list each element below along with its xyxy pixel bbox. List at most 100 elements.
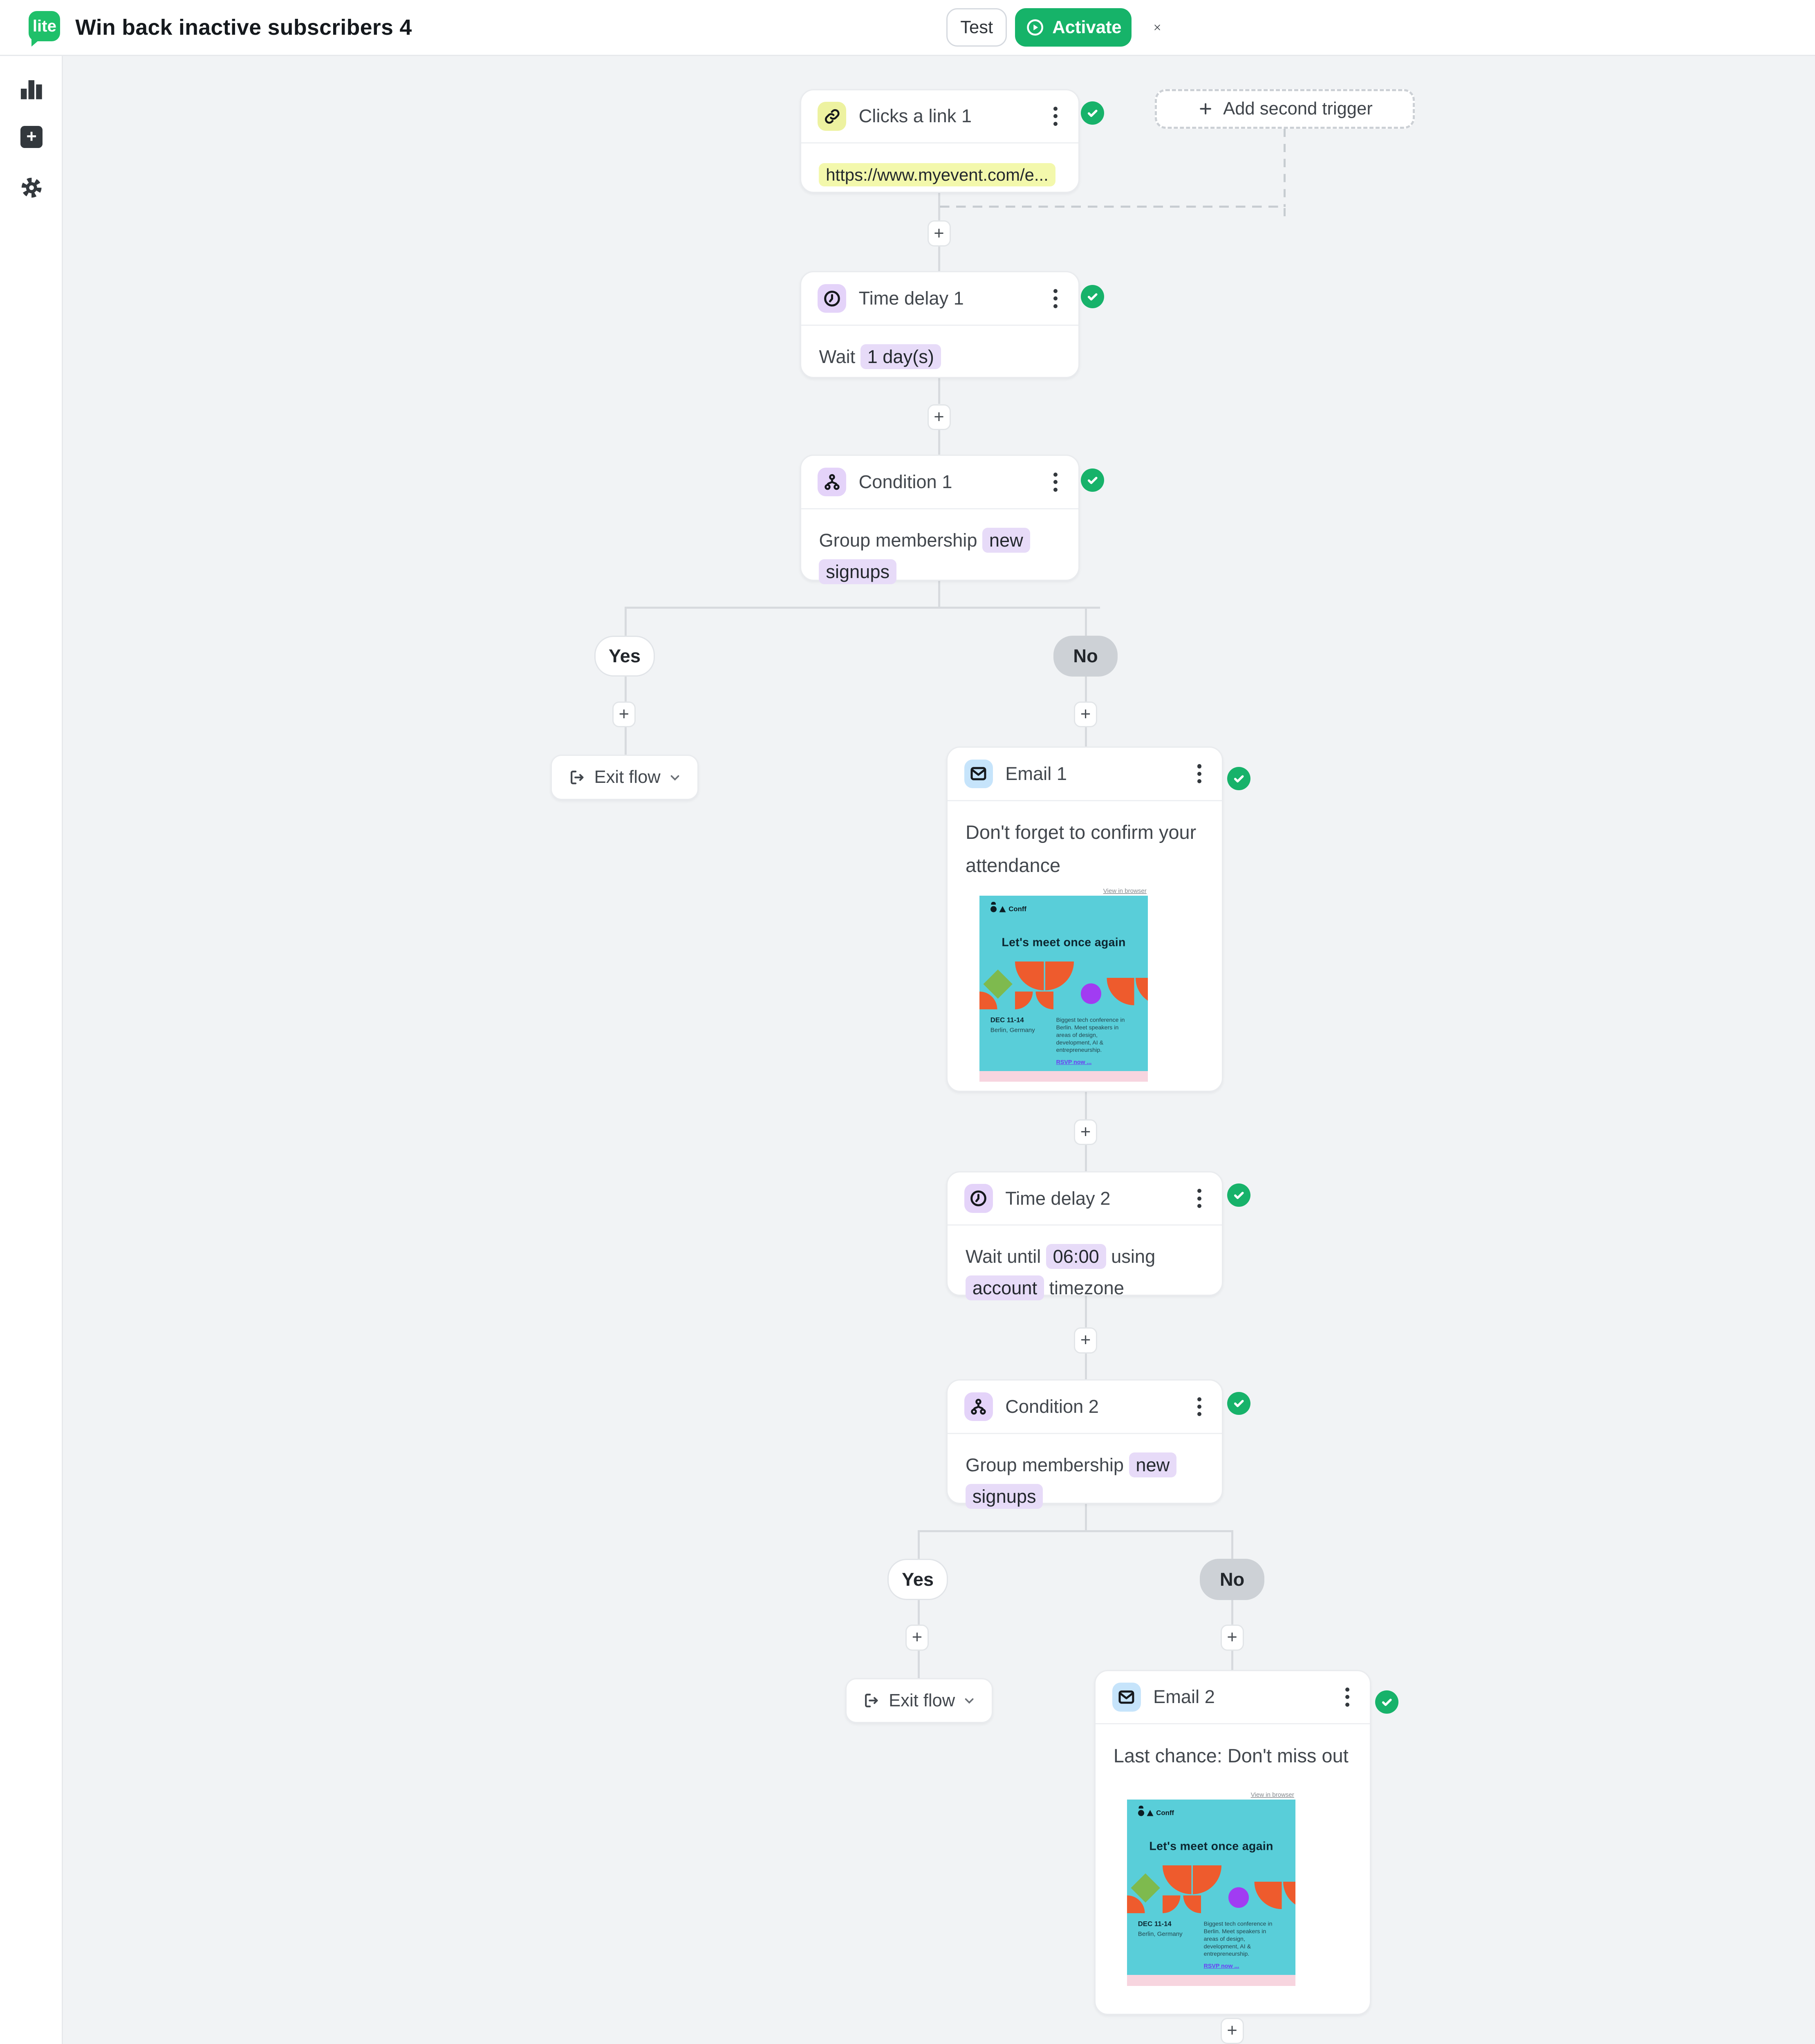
- connector: [1085, 1143, 1087, 1171]
- email-subject: Don't forget to confirm your attendance: [966, 822, 1197, 876]
- exit-icon: [571, 771, 584, 784]
- insert-step-button[interactable]: +: [1220, 2017, 1244, 2044]
- play-circle-icon: [1027, 19, 1044, 36]
- exit-flow-node[interactable]: Exit flow: [551, 755, 699, 800]
- connector: [1231, 1600, 1234, 1625]
- connector-dashed: [1283, 128, 1286, 207]
- node-title: Email 1: [1005, 763, 1067, 784]
- node-menu-kebab[interactable]: [1193, 760, 1206, 787]
- connector-dashed: [1283, 208, 1286, 221]
- delay-value: 1 day(s): [860, 344, 941, 369]
- close-icon[interactable]: [1145, 15, 1170, 40]
- node-title: Email 2: [1153, 1686, 1215, 1708]
- connector: [938, 193, 941, 221]
- conff-logo-icon: [1147, 1810, 1154, 1816]
- email-footer-strip: [979, 1071, 1148, 1082]
- email-thumbnail: View in browser Conff Let's meet once ag…: [979, 888, 1148, 1082]
- node-menu-kebab[interactable]: [1049, 285, 1062, 312]
- mailerlite-logo[interactable]: lite: [29, 11, 60, 47]
- branch-yes-label: Yes: [887, 1559, 948, 1600]
- connector: [918, 1649, 920, 1678]
- delay-text: Wait: [819, 346, 856, 367]
- connector: [918, 1530, 1233, 1532]
- event-description: Biggest tech conference in Berlin. Meet …: [1204, 1921, 1273, 1957]
- chevron-down-icon: [670, 775, 679, 780]
- clock-icon: [818, 284, 847, 313]
- exit-flow-label: Exit flow: [594, 767, 661, 787]
- condition-2-node[interactable]: Condition 2 Group membership new signups: [946, 1379, 1223, 1509]
- decorative-shapes: [1127, 1862, 1296, 1916]
- insert-step-button[interactable]: +: [905, 1625, 929, 1651]
- trigger-node-clicks-a-link[interactable]: Clicks a link 1 https://www.myevent.com/…: [800, 89, 1080, 193]
- node-menu-kebab[interactable]: [1341, 1683, 1353, 1711]
- conff-logo-icon: [1138, 1810, 1145, 1816]
- test-button[interactable]: Test: [946, 8, 1007, 47]
- settings-gear-icon[interactable]: [0, 175, 63, 200]
- node-menu-kebab[interactable]: [1049, 468, 1062, 496]
- top-bar: lite Win back inactive subscribers 4 Tes…: [0, 0, 1815, 56]
- event-date: DEC 11-14: [990, 1016, 1024, 1024]
- email-headline: Let's meet once again: [1149, 1840, 1274, 1853]
- decorative-shapes: [979, 959, 1148, 1012]
- connector-dashed: [939, 205, 1285, 208]
- connector: [1085, 1504, 1087, 1530]
- connector: [938, 247, 941, 271]
- rsvp-link: RSVP now ...: [1056, 1058, 1091, 1065]
- node-menu-kebab[interactable]: [1193, 1393, 1206, 1421]
- insert-step-button[interactable]: +: [1220, 1625, 1244, 1651]
- view-in-browser-link: View in browser: [1103, 887, 1147, 894]
- insert-step-button[interactable]: +: [1074, 1327, 1098, 1354]
- valid-check-badge: [1375, 1690, 1399, 1714]
- condition-1-node[interactable]: Condition 1 Group membership new signups: [800, 455, 1080, 584]
- link-icon: [818, 102, 847, 131]
- email-1-node[interactable]: Email 1 Don't forget to confirm your att…: [946, 746, 1223, 1092]
- insert-step-button[interactable]: +: [1074, 1119, 1098, 1145]
- insert-step-button[interactable]: +: [612, 701, 636, 728]
- connector: [1085, 607, 1087, 636]
- branch-no-label: No: [1053, 635, 1118, 677]
- conff-logo-icon: [990, 906, 997, 912]
- email-artwork: Conff Let's meet once again: [979, 895, 1148, 1071]
- insert-step-button[interactable]: +: [927, 220, 951, 247]
- node-menu-kebab[interactable]: [1049, 103, 1062, 130]
- flow-canvas[interactable]: + − + − + − + − Clicks a link 1 https:: [63, 55, 1815, 2044]
- delay-text: timezone: [1049, 1278, 1124, 1299]
- valid-check-badge: [1227, 1392, 1251, 1415]
- delay-timezone-value: account: [966, 1275, 1044, 1301]
- connector: [938, 378, 941, 404]
- activate-label: Activate: [1052, 17, 1122, 37]
- activate-button[interactable]: Activate: [1015, 8, 1132, 47]
- connector: [1085, 726, 1087, 747]
- node-title: Condition 1: [858, 471, 952, 493]
- node-menu-kebab[interactable]: [1193, 1185, 1206, 1212]
- exit-icon: [865, 1694, 878, 1708]
- valid-check-badge: [1227, 767, 1251, 791]
- exit-flow-label: Exit flow: [889, 1690, 955, 1710]
- condition-text: Group membership: [966, 1454, 1124, 1475]
- trigger-url-value: https://www.myevent.com/e...: [819, 163, 1055, 186]
- exit-flow-node[interactable]: Exit flow: [845, 1678, 993, 1724]
- node-title: Condition 2: [1005, 1396, 1099, 1417]
- condition-branch-icon: [964, 1392, 993, 1421]
- time-delay-1-node[interactable]: Time delay 1 Wait 1 day(s): [800, 271, 1080, 378]
- connector: [1231, 1530, 1234, 1559]
- analytics-icon[interactable]: [0, 78, 63, 101]
- time-delay-2-node[interactable]: Time delay 2 Wait until 06:00 using acco…: [946, 1171, 1223, 1301]
- connector: [625, 607, 627, 636]
- left-sidebar: +: [0, 55, 63, 2044]
- valid-check-badge: [1080, 101, 1104, 125]
- email-2-node[interactable]: Email 2 Last chance: Don't miss out View…: [1094, 1670, 1371, 2015]
- condition-text: Group membership: [819, 529, 977, 551]
- delay-text: Wait until: [966, 1246, 1041, 1267]
- add-second-trigger-label: Add second trigger: [1223, 99, 1373, 119]
- envelope-icon: [964, 759, 993, 789]
- connector: [625, 677, 627, 702]
- logo-text: lite: [32, 16, 56, 35]
- event-date: DEC 11-14: [1138, 1920, 1172, 1928]
- clock-icon: [964, 1184, 993, 1213]
- insert-step-button[interactable]: +: [1074, 701, 1098, 728]
- add-block-icon[interactable]: +: [0, 126, 63, 148]
- insert-step-button[interactable]: +: [927, 404, 951, 430]
- add-second-trigger-button[interactable]: Add second trigger: [1154, 89, 1415, 129]
